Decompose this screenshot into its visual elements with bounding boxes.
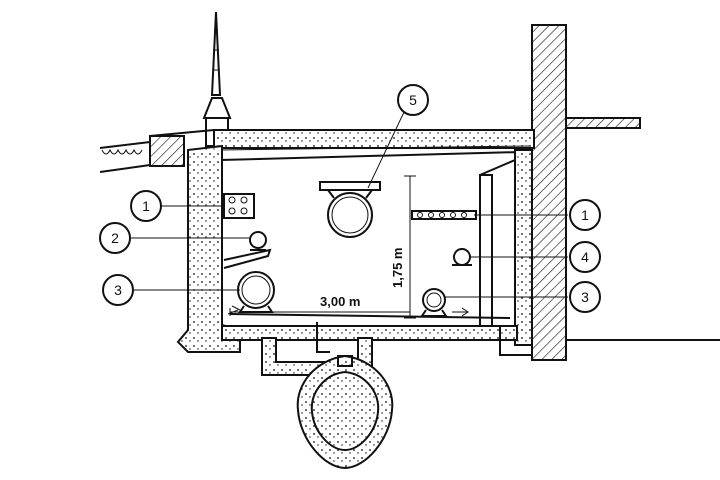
callout-5: 5	[397, 84, 429, 116]
cable-bracket-left	[223, 193, 255, 219]
pipe-5	[319, 181, 381, 238]
callout-2: 2	[99, 222, 131, 254]
dimension-lines	[229, 175, 416, 319]
callout-1-right: 1	[569, 199, 601, 231]
callout-1-right-number: 1	[581, 207, 589, 223]
callout-5-number: 5	[409, 92, 417, 108]
ventilation-shaft	[202, 11, 232, 147]
pipe-3-right	[420, 288, 469, 317]
roof-slab	[213, 129, 535, 161]
pipe-2	[223, 231, 272, 269]
callout-4: 4	[569, 241, 601, 273]
callout-2-number: 2	[111, 230, 119, 246]
egg-sewer	[296, 354, 394, 470]
right-inner-wall	[479, 149, 533, 346]
floor-slab	[221, 313, 532, 356]
building-wall-right	[531, 24, 720, 361]
pipe-3-left	[227, 271, 275, 315]
cable-bracket-right	[411, 210, 477, 220]
callout-3-right: 3	[569, 281, 601, 313]
leader-lines	[130, 109, 568, 298]
callout-3-left: 3	[102, 274, 134, 306]
left-wall	[176, 144, 241, 353]
height-dimension: 1,75 m	[390, 248, 405, 288]
callout-1-left: 1	[130, 190, 162, 222]
pipe-4	[452, 248, 472, 266]
callout-3-left-number: 3	[114, 282, 122, 298]
callout-1-left-number: 1	[142, 198, 150, 214]
street-surface-left	[99, 129, 215, 173]
callout-3-right-number: 3	[581, 289, 589, 305]
callout-4-number: 4	[581, 249, 589, 265]
width-dimension: 3,00 m	[320, 294, 360, 309]
